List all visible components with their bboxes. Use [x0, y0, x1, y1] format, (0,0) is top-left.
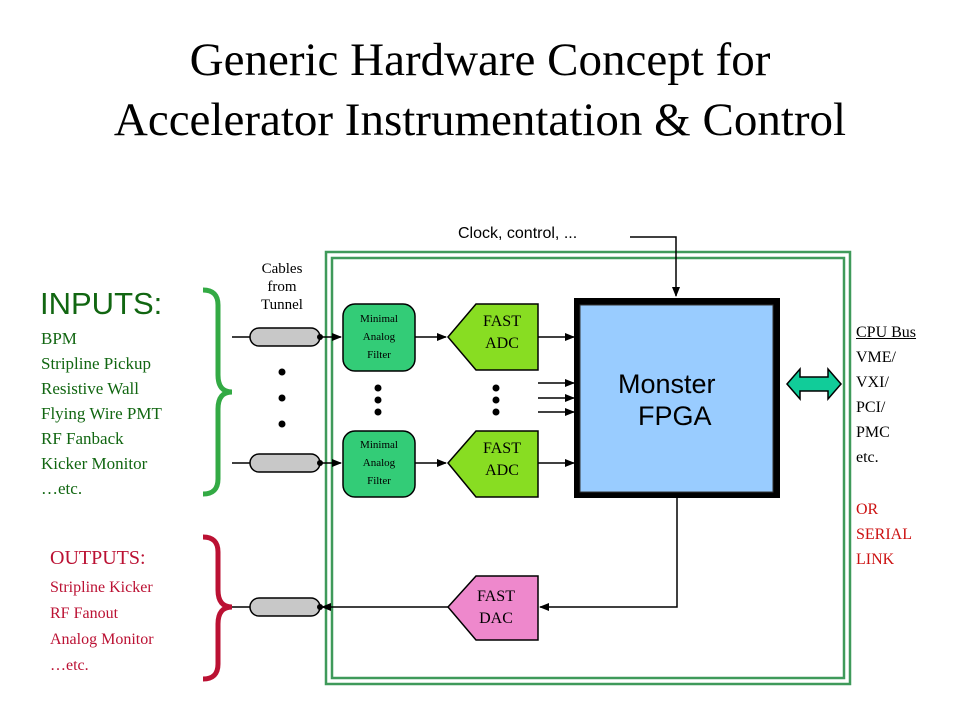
- board-outline-inner: [330, 256, 846, 680]
- list-item: SERIAL: [856, 526, 912, 543]
- adc-1-label: FAST ADC: [483, 313, 521, 352]
- dac-label: FAST DAC: [477, 588, 515, 627]
- list-item: Resistive Wall: [41, 379, 139, 398]
- list-item: …etc.: [41, 479, 83, 498]
- list-item: Stripline Pickup: [41, 354, 152, 373]
- list-item: OR: [856, 501, 879, 518]
- list-item: Flying Wire PMT: [41, 404, 162, 423]
- list-item: Analog Monitor: [50, 631, 154, 648]
- list-item: RF Fanout: [50, 605, 119, 622]
- title-line-1: Generic Hardware Concept for: [189, 34, 771, 86]
- title-line-2: Accelerator Instrumentation & Control: [113, 94, 847, 146]
- outputs-heading: OUTPUTS:: [50, 547, 146, 569]
- page-title: Generic Hardware Concept for Accelerator…: [0, 30, 960, 150]
- list-item: Kicker Monitor: [41, 454, 148, 473]
- adc-2: [447, 430, 539, 498]
- filter-2: [342, 430, 416, 498]
- cables-label: Cables from Tunnel: [261, 261, 303, 313]
- list-item: …etc.: [50, 657, 89, 674]
- outputs-brace: [202, 534, 233, 682]
- list-item: RF Fanback: [41, 429, 124, 448]
- list-item: VME/: [856, 349, 896, 366]
- cable-3: [249, 597, 321, 617]
- list-item: PMC: [856, 424, 890, 441]
- cpu-bus-text: CPU Bus VME/ VXI/ PCI/ PMC etc.: [856, 320, 916, 470]
- cable-1: [249, 327, 321, 347]
- cable-2: [249, 453, 321, 473]
- inputs-heading: INPUTS:: [40, 286, 163, 321]
- list-item: etc.: [856, 449, 879, 466]
- bus-double-arrow: [786, 366, 842, 402]
- inputs-brace: [202, 287, 233, 497]
- inputs-list: BPM Stripline Pickup Resistive Wall Flyi…: [41, 326, 162, 501]
- filter-2-label: Minimal Analog Filter: [360, 439, 398, 487]
- list-item: PCI/: [856, 399, 886, 416]
- board-outline: [324, 250, 852, 686]
- clock-line: [630, 236, 680, 297]
- dac-block: [447, 575, 539, 641]
- filter-1-label: Minimal Analog Filter: [360, 313, 398, 361]
- list-item: BPM: [41, 329, 77, 348]
- fpga-label: Monster FPGA: [618, 369, 716, 431]
- cpu-bus-heading: CPU Bus: [856, 324, 917, 341]
- adc-2-label: FAST ADC: [483, 440, 521, 479]
- serial-link-text: OR SERIAL LINK: [856, 497, 912, 572]
- list-item: Stripline Kicker: [50, 579, 153, 596]
- fpga-to-dac-line: [539, 498, 678, 611]
- list-item: LINK: [856, 551, 895, 568]
- outputs-list: Stripline Kicker RF Fanout Analog Monito…: [50, 575, 154, 679]
- clock-label: Clock, control, ...: [458, 225, 578, 242]
- list-item: VXI/: [856, 374, 889, 391]
